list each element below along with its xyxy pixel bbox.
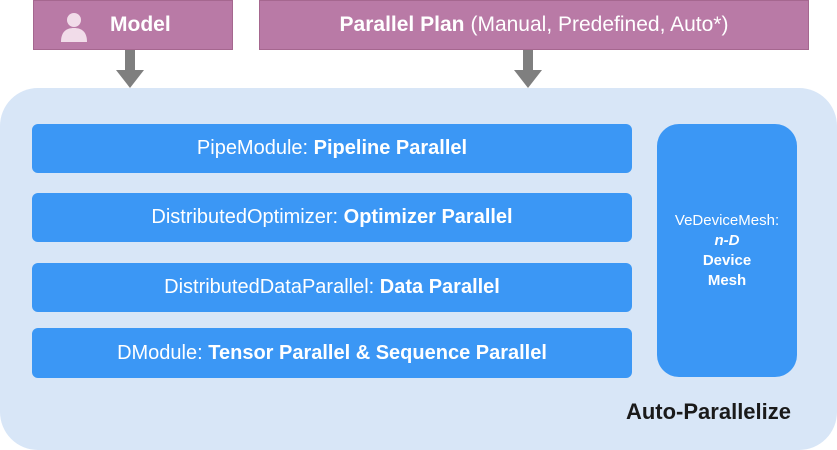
device-mesh-line2: Mesh [707,271,747,289]
module-prefix: DModule: [117,341,203,364]
device-mesh-line1: Device [702,251,752,269]
parallel-plan-detail: (Manual, Predefined, Auto*) [470,13,729,36]
module-prefix: DistributedDataParallel: [164,276,375,298]
module-name: Pipeline Parallel [313,137,468,159]
module-name: Tensor Parallel & Sequence Parallel [208,341,547,364]
auto-parallelize-label: Auto-Parallelize [625,399,791,424]
module-name: Data Parallel [379,276,500,298]
model-box: Model [33,0,233,50]
module-name: Optimizer Parallel [343,206,513,228]
distributed-optimizer-box: DistributedOptimizer: Optimizer Parallel [32,193,632,242]
parallel-plan-box: Parallel Plan (Manual, Predefined, Auto*… [259,0,809,50]
distributed-data-parallel-box: DistributedDataParallel: Data Parallel [32,263,632,312]
module-prefix: DistributedOptimizer: [151,206,339,228]
pipe-module-box: PipeModule: Pipeline Parallel [32,124,632,173]
down-arrow-icon [514,50,542,88]
parallel-plan-title: Parallel Plan [339,13,465,36]
model-label: Model [110,13,171,36]
dmodule-box: DModule: Tensor Parallel & Sequence Para… [32,328,632,378]
device-mesh-dims: n-D [714,231,740,249]
down-arrow-icon [116,50,144,88]
module-prefix: PipeModule: [196,137,309,159]
device-mesh-name: VeDeviceMesh: [674,211,780,229]
device-mesh-box: VeDeviceMesh: n-D Device Mesh [657,124,797,377]
user-icon [61,13,87,42]
